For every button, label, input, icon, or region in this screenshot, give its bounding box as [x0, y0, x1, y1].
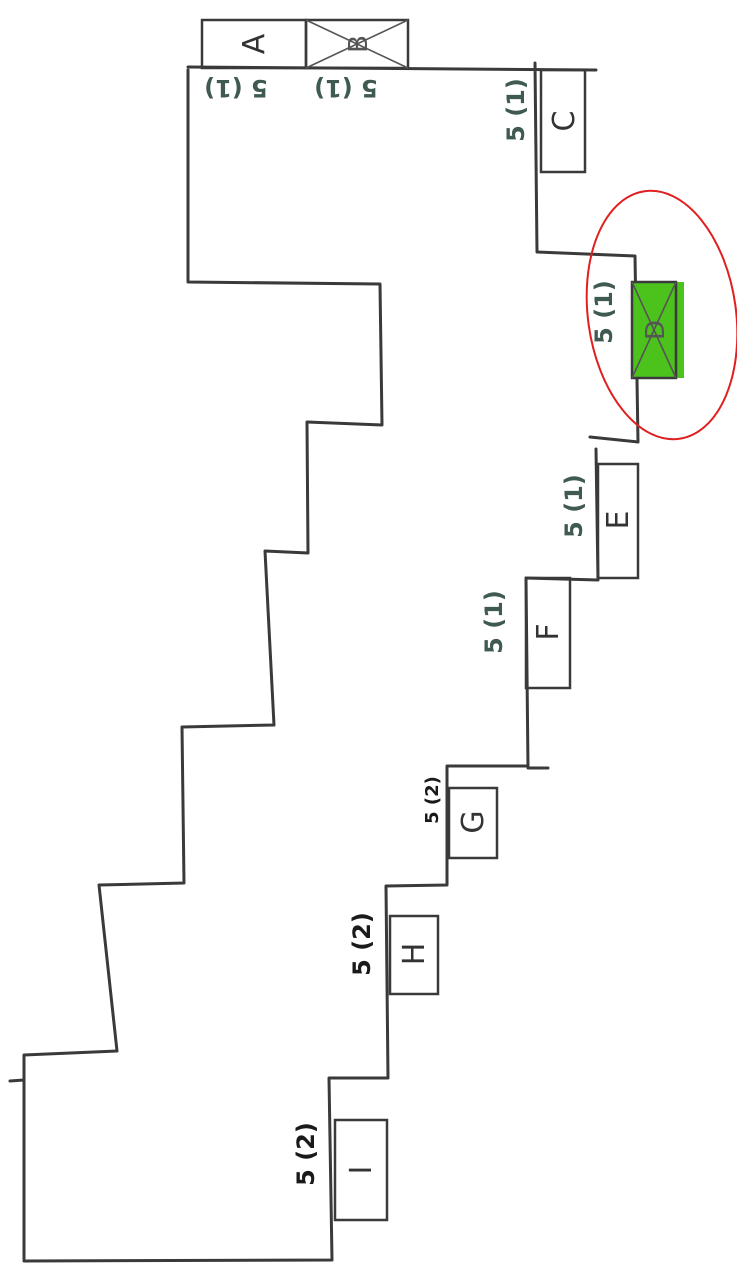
box-d-letter: D: [641, 320, 671, 340]
box-h-letter: H: [397, 943, 432, 966]
note-g: 5 (2): [422, 776, 443, 824]
box-i: I: [333, 1118, 389, 1222]
box-i-letter: I: [344, 1166, 379, 1175]
box-e: E: [596, 462, 640, 580]
box-g-letter: G: [456, 810, 491, 833]
box-a: A: [200, 18, 308, 70]
highlight-circle: [585, 189, 737, 441]
box-b-letter: B: [344, 35, 374, 53]
box-a-letter: A: [237, 33, 272, 54]
inner-staircase-line: [22, 61, 640, 1263]
note-h: 5 (2): [348, 912, 376, 976]
note-f: 5 (1): [480, 590, 508, 654]
note-b: 5 (1): [314, 74, 378, 102]
box-f-letter: F: [531, 623, 566, 640]
note-e: 5 (1): [560, 474, 588, 538]
note-d: 5 (1): [590, 280, 618, 344]
box-c-letter: C: [547, 111, 582, 132]
outer-staircase-line: [8, 68, 384, 1261]
box-h: H: [388, 914, 440, 996]
note-a: 5 (1): [204, 74, 268, 102]
note-i: 5 (2): [292, 1122, 320, 1186]
box-e-letter: E: [601, 511, 636, 530]
note-c: 5 (1): [502, 78, 530, 142]
box-c: C: [539, 68, 587, 174]
box-g: G: [447, 786, 499, 860]
box-f: F: [524, 576, 572, 690]
box-b: B: [304, 18, 410, 70]
box-d-highlighted: D: [630, 280, 684, 380]
